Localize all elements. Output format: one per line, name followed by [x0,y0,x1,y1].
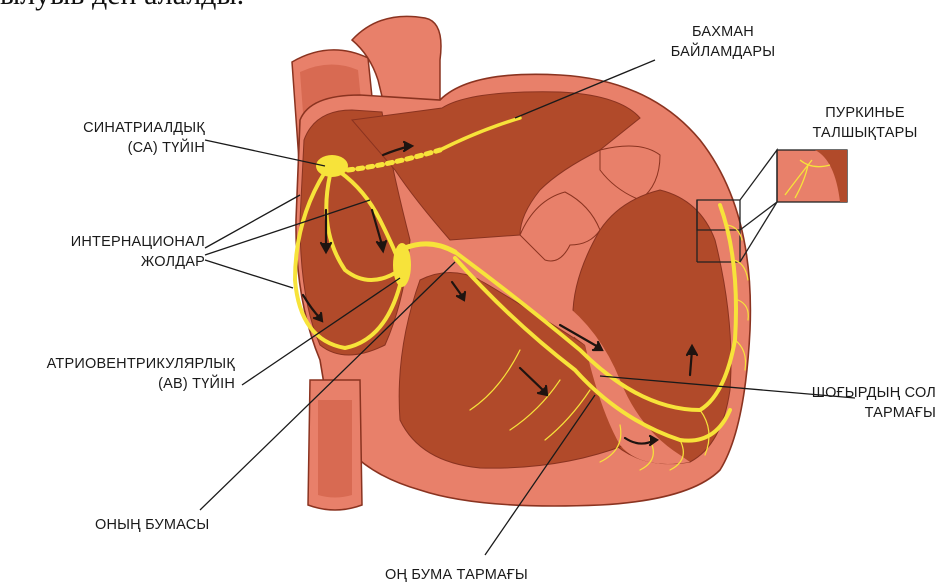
leader-internodal-1 [205,195,300,248]
leader-internodal-3 [205,260,293,288]
sa-node-label: СИНАТРИАЛДЫҚ (СА) ТҮЙІН [10,118,205,158]
internodal-pathways-label: ИНТЕРНАЦИОНАЛ ЖОЛДАР [10,232,205,272]
av-node-label: АТРИОВЕНТРИКУЛЯРЛЫҚ (АВ) ТҮЙІН [10,354,235,394]
right-bundle-branch-label: ОҢ БУМА ТАРМАҒЫ [385,565,528,585]
bachmann-bundle-label: БАХМАН БАЙЛАМДАРЫ [648,22,798,62]
purkinje-fibers-label: ПУРКИНЬЕ ТАЛШЫҚТАРЫ [795,103,935,143]
left-bundle-branch-label: ШОҒЫРДЫҢ СОЛ ТАРМАҒЫ [770,383,936,423]
his-bundle-label: ОНЫҢ БУМАСЫ [95,515,209,535]
inferior-vena-cava-inner [318,400,352,498]
